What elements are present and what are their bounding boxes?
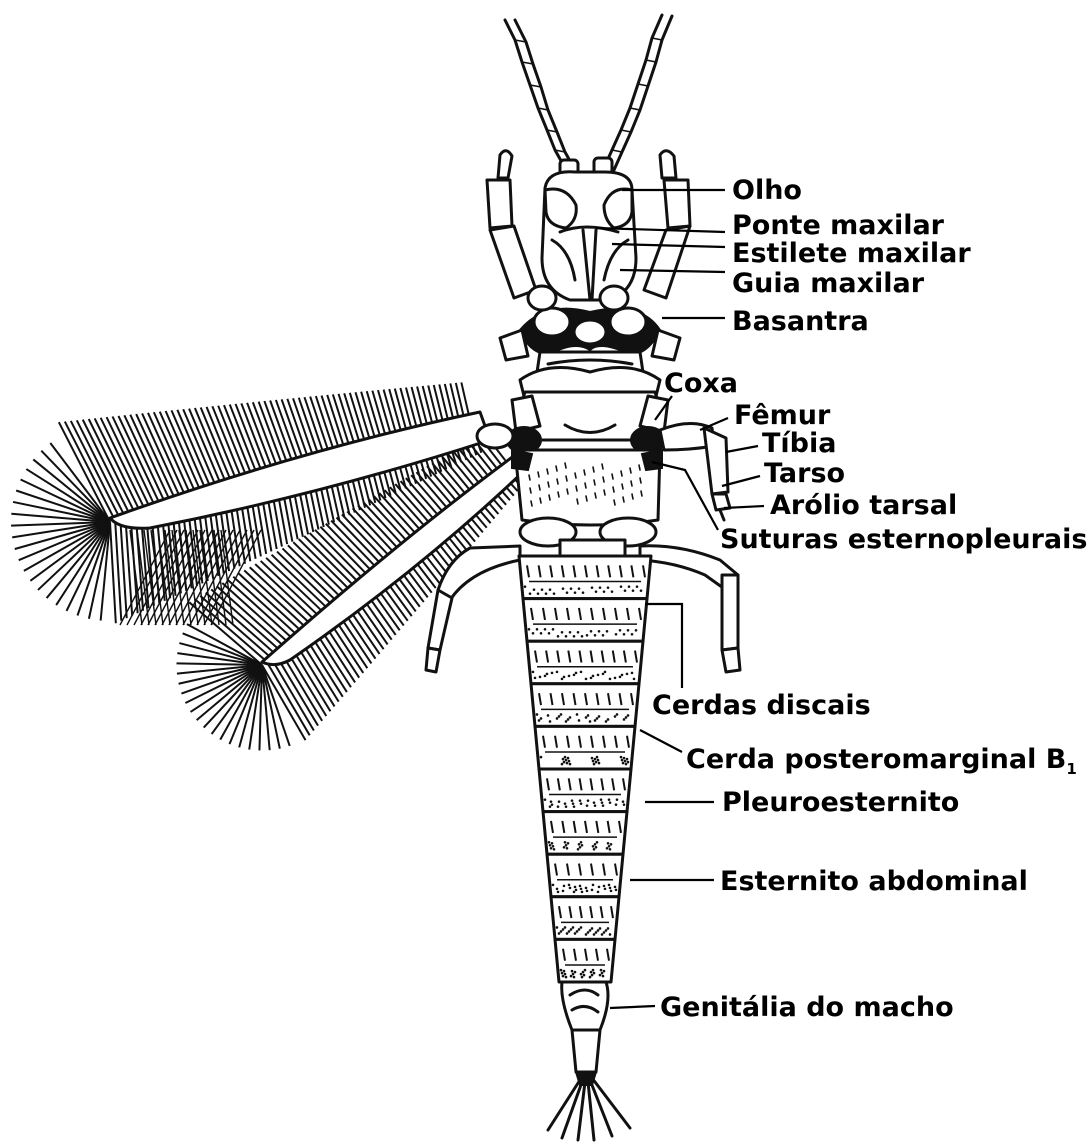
abdominal-segment [535, 726, 635, 769]
label-basantra: Basantra [732, 306, 869, 337]
label-tarso: Tarso [764, 458, 845, 489]
male-genitalia [548, 982, 630, 1140]
label-cerda-posteromarginal: Cerda posteromarginal B1 [686, 744, 1077, 778]
abdominal-segment [555, 939, 615, 982]
basantra-region [500, 286, 680, 400]
abdominal-segment [519, 556, 651, 599]
label-esternito-abdominal: Esternito abdominal [720, 866, 1028, 897]
abdominal-segment [543, 812, 627, 855]
mesothorax [477, 392, 668, 453]
head [487, 151, 690, 300]
label-genitalia-do-macho: Genitália do macho [660, 992, 954, 1023]
label-guia-maxilar: Guia maxilar [732, 268, 925, 299]
abdominal-segment [531, 684, 639, 727]
label-cerda-posteromarginal-subscript: 1 [1066, 760, 1076, 778]
abdominal-segment [547, 854, 623, 897]
label-cerdas-discais: Cerdas discais [652, 690, 871, 721]
label-pleuroesternito: Pleuroesternito [722, 787, 959, 818]
label-ponte-maxilar: Ponte maxilar [732, 210, 945, 241]
label-tibia: Tíbia [762, 428, 836, 459]
abdominal-segment [539, 769, 631, 812]
abdominal-segment [523, 599, 647, 642]
label-cerda-posteromarginal-text: Cerda posteromarginal B [686, 744, 1066, 775]
antennae [505, 15, 672, 176]
abdominal-segment [551, 897, 619, 940]
abdominal-segment [527, 641, 643, 684]
label-femur: Fêmur [734, 400, 831, 431]
metathorax [512, 450, 662, 556]
label-arolio-tarsal: Arólio tarsal [770, 490, 957, 521]
label-olho: Olho [732, 175, 802, 206]
label-suturas-esternopleurais: Suturas esternopleurais [720, 524, 1087, 555]
label-estilete-maxilar: Estilete maxilar [732, 238, 971, 269]
labels: Olho Ponte maxilar Estilete maxilar Guia… [652, 175, 1087, 1023]
abdomen [519, 556, 651, 982]
label-coxa: Coxa [664, 368, 738, 399]
